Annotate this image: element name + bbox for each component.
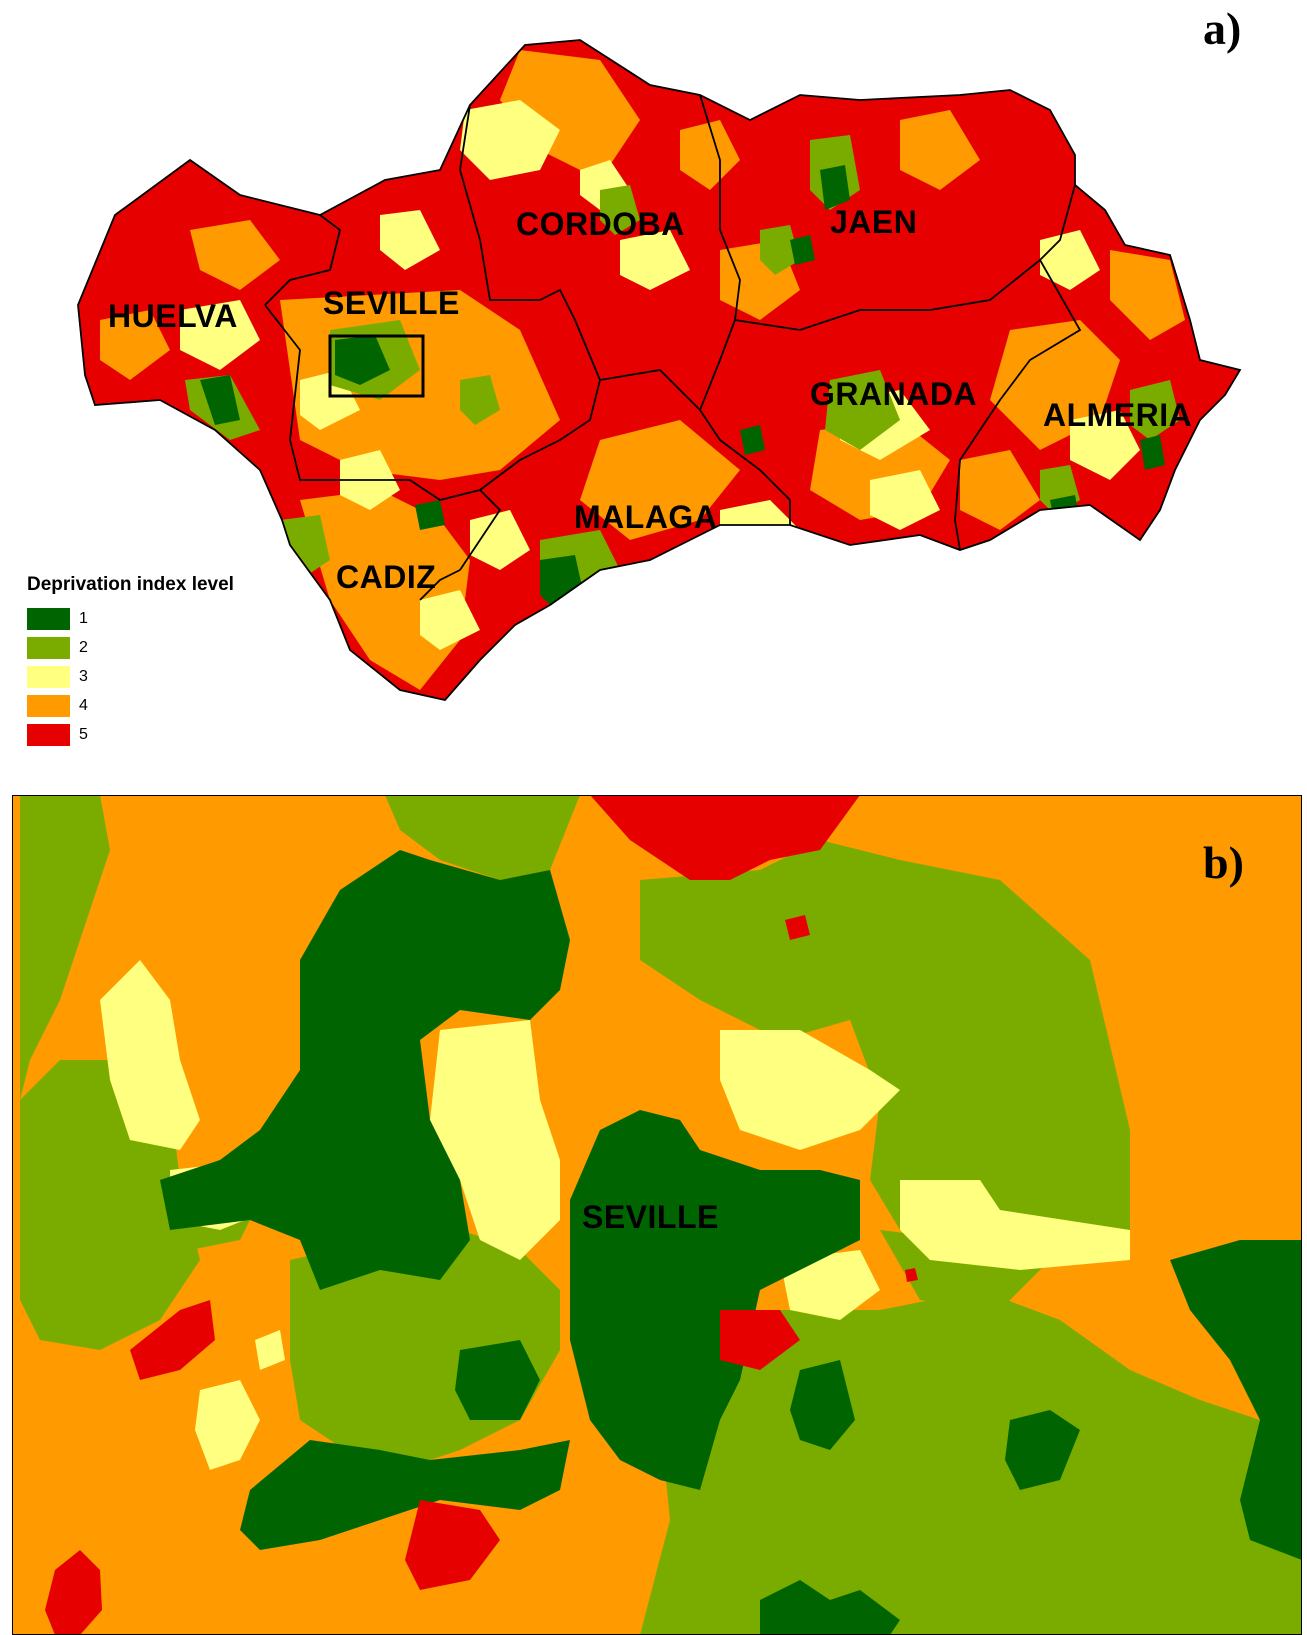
legend-swatch-4 [27,694,70,717]
legend-label-3: 3 [79,667,88,685]
detail-level-1-areas [160,850,1302,1635]
province-borders [77,39,1242,701]
legend-item-5: 5 [27,720,234,749]
legend-item-1: 1 [27,604,234,633]
province-labels: HUELVA SEVILLE CORDOBA JAEN GRANADA ALME… [108,204,1192,595]
legend-title: Deprivation index level [27,574,234,595]
legend-swatch-1 [27,607,70,630]
legend-swatch-3 [27,665,70,688]
panel-label-b: b) [1203,837,1244,888]
legend-item-2: 2 [27,633,234,662]
seville-inset-box [328,334,425,398]
seville-detail-map [12,795,1302,1635]
province-label-granada: GRANADA [810,376,977,412]
legend-label-1: 1 [79,609,88,627]
panel-label-a: a) [1203,3,1242,54]
province-label-almeria: ALMERIA [1043,397,1192,433]
province-label-jaen: JAEN [830,204,917,240]
province-label-malaga: MALAGA [574,499,717,535]
legend-item-4: 4 [27,691,234,720]
legend-label-4: 4 [79,696,88,714]
province-label-seville: SEVILLE [323,285,460,321]
legend-label-2: 2 [79,638,88,656]
detail-city-label-seville: SEVILLE [582,1199,719,1235]
legend: Deprivation index level 1 2 3 4 5 [27,574,234,749]
level-1-areas [200,165,1165,610]
legend-item-3: 3 [27,662,234,691]
andalusia-map [78,40,1240,700]
detail-level-5-areas [45,795,918,1635]
legend-swatch-5 [27,723,70,746]
province-label-cadiz: CADIZ [336,559,436,595]
legend-swatch-2 [27,636,70,659]
province-label-cordoba: CORDOBA [516,206,685,242]
legend-label-5: 5 [79,725,88,743]
province-label-huelva: HUELVA [108,298,238,334]
